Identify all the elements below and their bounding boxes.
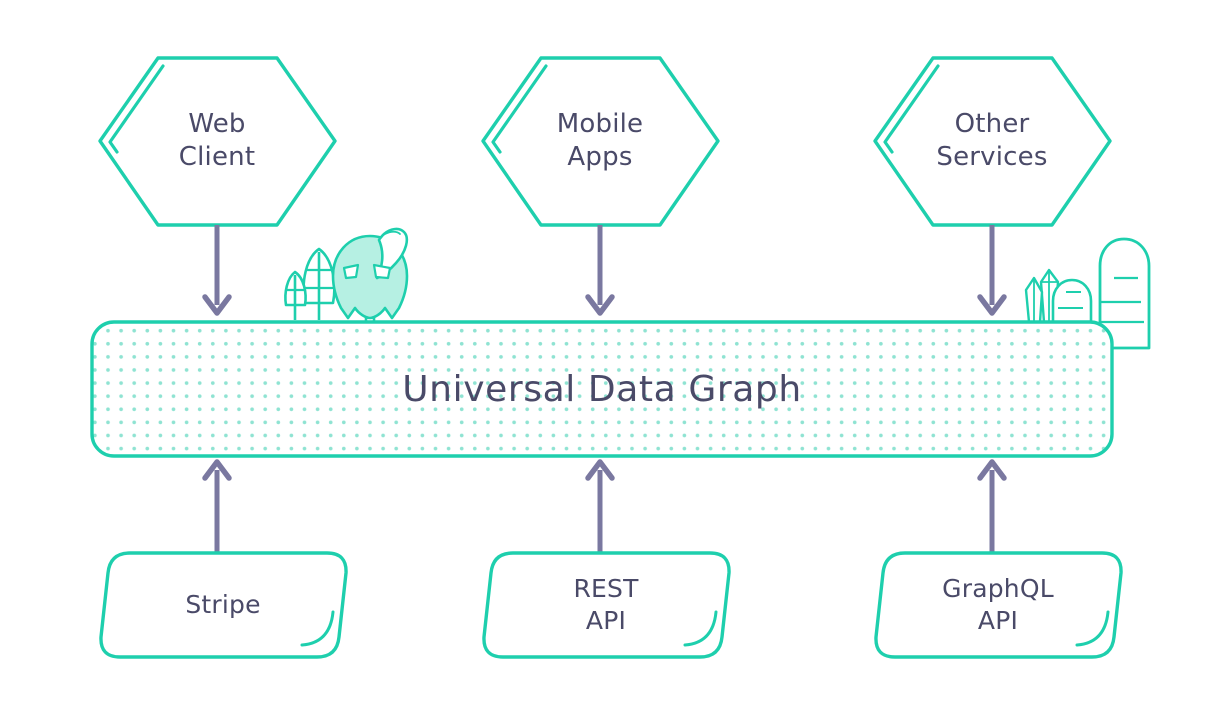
arrow-head-down-icon [977,294,1007,316]
hexagon-outline [98,56,337,227]
hexagon-outline [873,56,1112,227]
bar-dot-pattern [92,322,1112,456]
connector-mobile-apps-to-graph [585,225,615,316]
arrow-head-down-icon [585,294,615,316]
client-hexagon-mobile-apps[interactable] [481,56,720,227]
box-accent-arc [1075,610,1110,647]
connector-web-client-to-graph [202,225,232,316]
client-hexagon-other-services[interactable] [873,56,1112,227]
source-box-graphql-api[interactable] [874,551,1123,659]
connector-rest-api-to-graph [585,459,615,553]
arrow-head-up-icon [585,459,615,481]
connector-stripe-to-graph [202,459,232,553]
arrow-head-up-icon [977,459,1007,481]
source-box-stripe[interactable] [99,551,348,659]
hexagon-outline [481,56,720,227]
box-accent-arc [683,610,718,647]
box-outline [99,551,348,659]
hexagon-accent-line [883,64,940,154]
bird-mascot-illustration [331,227,409,323]
arrow-head-up-icon [202,459,232,481]
arrow-head-down-icon [202,294,232,316]
universal-data-graph-bar[interactable] [90,320,1114,458]
bar-outline [90,320,1114,458]
hexagon-accent-line [108,64,165,154]
hexagon-accent-line [491,64,548,154]
client-hexagon-web-client[interactable] [98,56,337,227]
bird-eye-left [342,263,360,280]
leaf-tree-illustration [284,247,336,320]
box-outline [874,551,1123,659]
connector-other-services-to-graph [977,225,1007,316]
bird-eye-right [372,263,392,280]
box-outline [482,551,731,659]
box-accent-arc [300,610,335,647]
source-box-rest-api[interactable] [482,551,731,659]
connector-graphql-api-to-graph [977,459,1007,553]
